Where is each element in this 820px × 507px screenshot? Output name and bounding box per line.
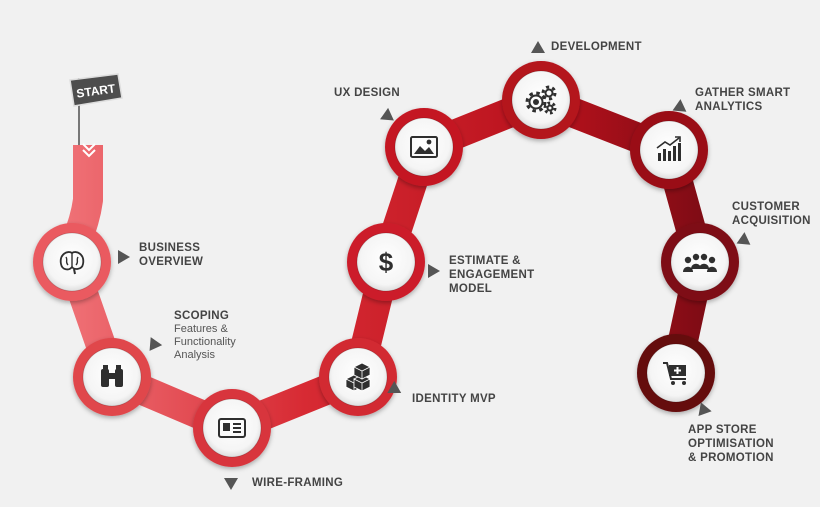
dollar-icon: $ [379, 247, 394, 277]
arrow-icon [118, 250, 130, 264]
chevron-down-icon [82, 143, 96, 158]
arrow-icon [531, 41, 545, 53]
step-node-wire-framing [193, 389, 271, 467]
step-node-center [356, 232, 416, 292]
step-node-center [639, 120, 699, 180]
cart-icon [663, 362, 686, 385]
step-label-wire-framing: WIRE-FRAMING [252, 476, 343, 490]
step-title: CUSTOMER ACQUISITION [732, 201, 811, 227]
step-label-estimate-engagement: ESTIMATE & ENGAGEMENT MODEL [449, 254, 534, 296]
step-node-app-store [637, 334, 715, 412]
step-label-gather-analytics: GATHER SMART ANALYTICS [695, 86, 790, 114]
svg-text:$: $ [379, 247, 394, 277]
step-label-business-overview: BUSINESS OVERVIEW [139, 241, 203, 269]
step-title: ESTIMATE & ENGAGEMENT MODEL [449, 255, 535, 295]
step-node-center [511, 70, 571, 130]
step-title: IDENTITY MVP [412, 393, 496, 405]
people-icon [683, 253, 717, 272]
step-title: DEVELOPMENT [551, 41, 642, 53]
image-icon [410, 136, 438, 158]
step-title: GATHER SMART ANALYTICS [695, 87, 791, 113]
step-node-customer-acquisition [661, 223, 739, 301]
step-node-ux-design [385, 108, 463, 186]
step-title: BUSINESS OVERVIEW [139, 242, 204, 268]
step-node-center [202, 398, 262, 458]
step-label-customer-acquisition: CUSTOMER ACQUISITION [732, 200, 811, 228]
bar-chart-icon [656, 136, 681, 161]
arrow-icon [428, 264, 440, 278]
wireframe-icon [218, 418, 246, 438]
step-label-ux-design: UX DESIGN [334, 86, 400, 100]
start-flag-text: START [76, 81, 117, 100]
step-node-estimate-engagement: $ [347, 223, 425, 301]
step-node-gather-analytics [630, 111, 708, 189]
start-flag [69, 73, 123, 107]
boxes-icon [345, 362, 371, 392]
step-node-scoping [73, 338, 151, 416]
step-label-scoping: SCOPING Features & Functionality Analysi… [174, 309, 236, 362]
step-title: SCOPING [174, 310, 230, 322]
step-label-app-store: APP STORE OPTIMISATION & PROMOTION [688, 423, 774, 465]
step-title: APP STORE OPTIMISATION & PROMOTION [688, 424, 774, 464]
step-node-identity-mvp [319, 338, 397, 416]
step-title: UX DESIGN [334, 87, 400, 99]
gears-icon [525, 85, 557, 115]
step-title: WIRE-FRAMING [252, 477, 344, 489]
step-label-identity-mvp: IDENTITY MVP [412, 392, 496, 406]
binoculars-icon [101, 365, 123, 387]
step-node-business-overview [33, 223, 111, 301]
step-label-development: DEVELOPMENT [551, 40, 642, 54]
step-node-development [502, 61, 580, 139]
arrow-icon [224, 478, 238, 490]
step-node-center [394, 117, 454, 177]
step-node-center [670, 232, 730, 292]
step-subtitle: Features & Functionality Analysis [174, 323, 236, 361]
brain-icon [59, 251, 85, 275]
